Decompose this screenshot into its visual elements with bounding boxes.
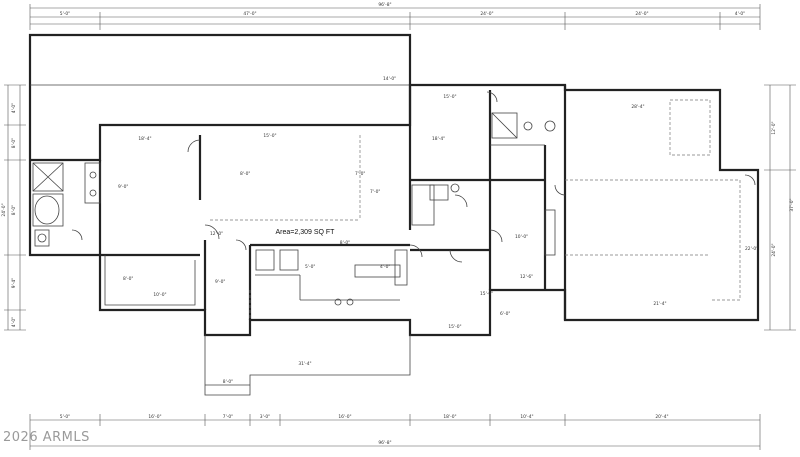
top-dimension-lines: 96'-8" 5'-0" 47'-0" 24'-0" 24'-0" 4'-0" (29, 2, 761, 30)
room-dim-9: 7'-0" (355, 171, 365, 177)
dim-top-2: 24'-0" (480, 11, 493, 17)
room-dim-17: 22'-0" (745, 246, 758, 252)
room-dim-25: 4'-0" (380, 264, 390, 270)
dim-bottom-1: 16'-0" (148, 414, 161, 420)
dim-top-0: 5'-0" (60, 11, 70, 17)
dim-right-1: 37'-0" (789, 198, 795, 211)
dim-top-1: 47'-0" (243, 11, 256, 17)
dim-bottom-4: 16'-0" (338, 414, 351, 420)
dim-left-2: 8'-0" (11, 205, 17, 215)
room-dim-23: 8'-0" (223, 379, 233, 385)
dim-bottom-6: 10'-4" (520, 414, 533, 420)
dim-left-0: 4'-0" (11, 103, 17, 113)
dim-bottom-7: 20'-4" (655, 414, 668, 420)
room-dim-16: 12'-6" (520, 274, 533, 280)
dim-left-4: 4'-0" (11, 317, 17, 327)
room-dim-20: 15'-0" (480, 291, 493, 297)
room-dim-6: 15'-0" (443, 94, 456, 100)
dim-bottom-5: 18'-0" (443, 414, 456, 420)
dim-right-2: 24'-0" (771, 243, 777, 256)
rear-patio-outline (28, 33, 412, 160)
dim-top-4: 4'-0" (735, 11, 745, 17)
room-dim-22: 31'-4" (298, 361, 311, 367)
exterior-walls (28, 33, 760, 396)
dim-left-3: 9'-4" (11, 278, 17, 288)
dim-left-1: 8'-0" (11, 138, 17, 148)
dim-bottom-0: 5'-0" (60, 414, 70, 420)
room-dim-21: 6'-0" (500, 311, 510, 317)
room-dim-13: 12'-0" (210, 231, 223, 237)
shower (32, 162, 64, 192)
room-dim-7: 18'-4" (432, 136, 445, 142)
room-dim-3: 15'-0" (263, 133, 276, 139)
room-dim-4: 14'-0" (383, 76, 396, 82)
room-dim-24: 5'-0" (305, 264, 315, 270)
interior-walls (98, 85, 567, 320)
room-dim-8: 7'-0" (370, 189, 380, 195)
watermark: 2026 ARMLS (3, 430, 90, 445)
right-dimension-lines: 12'-0" 37'-0" 24'-0" (764, 84, 796, 331)
room-dim-18: 21'-4" (653, 301, 666, 307)
door-swings (71, 91, 756, 263)
dim-right-0: 12'-0" (771, 121, 777, 134)
fixtures (32, 112, 556, 306)
dim-bottom-2: 7'-0" (223, 414, 233, 420)
room-dimension-labels: 18'-4" 9'-0" 8'-0" 15'-0" 14'-0" 28'-4" … (118, 76, 758, 385)
dim-overall-bottom: 96'-8" (378, 440, 391, 446)
bottom-dimension-lines: 5'-0" 16'-0" 7'-0" 3'-0" 16'-0" 18'-0" 1… (29, 414, 761, 450)
dim-overall-left: 24'-0" (1, 203, 7, 216)
room-dim-1: 9'-0" (118, 184, 128, 190)
room-dim-19: 10'-0" (515, 234, 528, 240)
left-dimension-lines: 4'-0" 8'-0" 24'-0" 8'-0" 9'-4" 4'-0" (1, 84, 26, 331)
room-dim-12: 8'-0" (340, 240, 350, 246)
bathtub (34, 195, 60, 225)
room-dim-5: 28'-4" (631, 104, 644, 110)
dim-bottom-3: 3'-0" (260, 414, 270, 420)
room-dim-0: 18'-4" (138, 136, 151, 142)
room-dim-2: 8'-0" (240, 171, 250, 177)
room-dim-11: 15'-0" (448, 324, 461, 330)
beam-lines (210, 99, 741, 320)
dim-top-3: 24'-0" (635, 11, 648, 17)
vanity (84, 162, 101, 204)
room-dim-14: 9'-0" (215, 279, 225, 285)
room-dim-10: 10'-0" (153, 292, 166, 298)
dim-overall-top: 96'-8" (378, 2, 391, 8)
house-outline (28, 83, 760, 337)
room-dim-15: 8'-0" (123, 276, 133, 282)
total-area-label: Area=2,309 SQ FT (276, 229, 336, 236)
toilet (34, 229, 50, 247)
